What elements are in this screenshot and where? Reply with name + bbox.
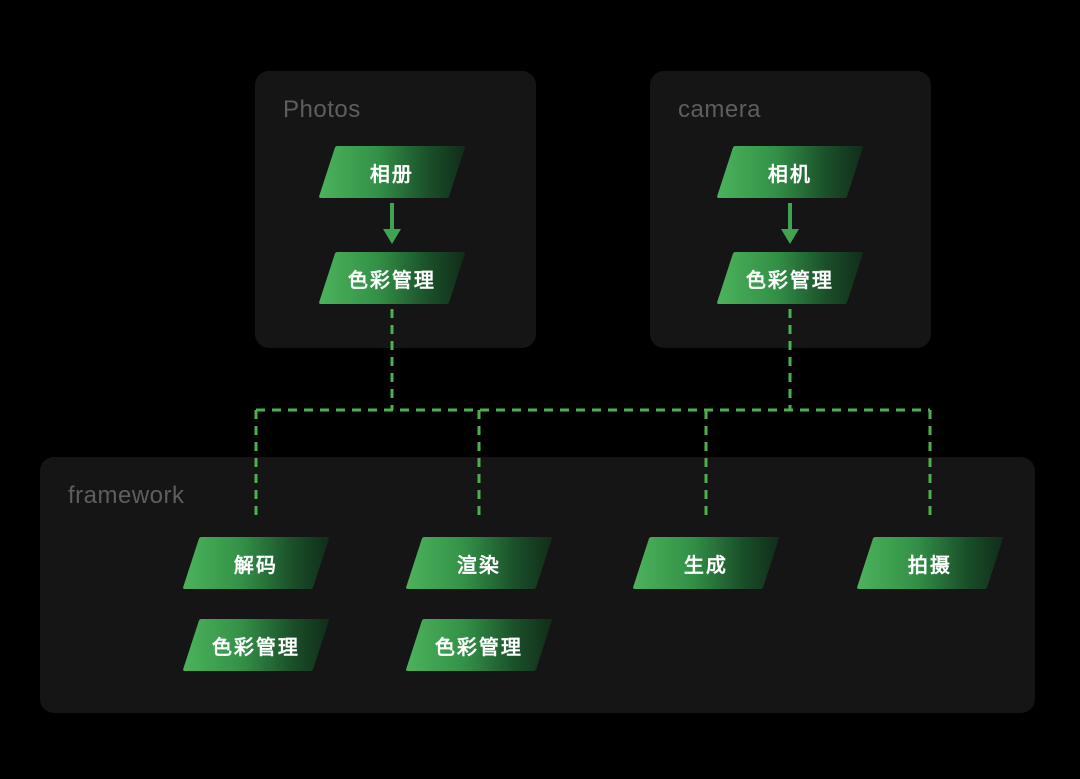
framework-card-title: framework	[68, 482, 185, 509]
node-generate-label: 生成	[684, 554, 728, 577]
camera-card: camera 相机 色彩管理	[650, 71, 931, 348]
node-camera-color-management: 色彩管理	[716, 252, 864, 304]
node-render-color-management-label: 色彩管理	[435, 636, 523, 659]
node-camera-label: 相机	[768, 163, 812, 186]
node-render: 渲染	[405, 537, 553, 589]
node-decode: 解码	[182, 537, 330, 589]
node-photos-color-management-label: 色彩管理	[348, 269, 436, 292]
camera-card-title: camera	[678, 96, 762, 123]
photos-card-title: Photos	[283, 96, 361, 123]
node-decode-label: 解码	[234, 554, 278, 577]
node-decode-color-management: 色彩管理	[182, 619, 330, 671]
node-render-color-management: 色彩管理	[405, 619, 553, 671]
node-capture: 拍摄	[856, 537, 1004, 589]
node-generate: 生成	[632, 537, 780, 589]
node-render-label: 渲染	[457, 554, 501, 577]
node-camera: 相机	[716, 146, 864, 198]
node-photos-color-management: 色彩管理	[318, 252, 466, 304]
node-decode-color-management-label: 色彩管理	[212, 636, 300, 659]
framework-card: framework 解码 色彩管理 渲染 色彩管理 生成 拍摄	[40, 457, 1035, 713]
photos-card: Photos 相册 色彩管理	[255, 71, 536, 348]
node-camera-color-management-label: 色彩管理	[746, 269, 834, 292]
node-capture-label: 拍摄	[908, 554, 952, 577]
node-album-label: 相册	[370, 163, 414, 186]
node-album: 相册	[318, 146, 466, 198]
